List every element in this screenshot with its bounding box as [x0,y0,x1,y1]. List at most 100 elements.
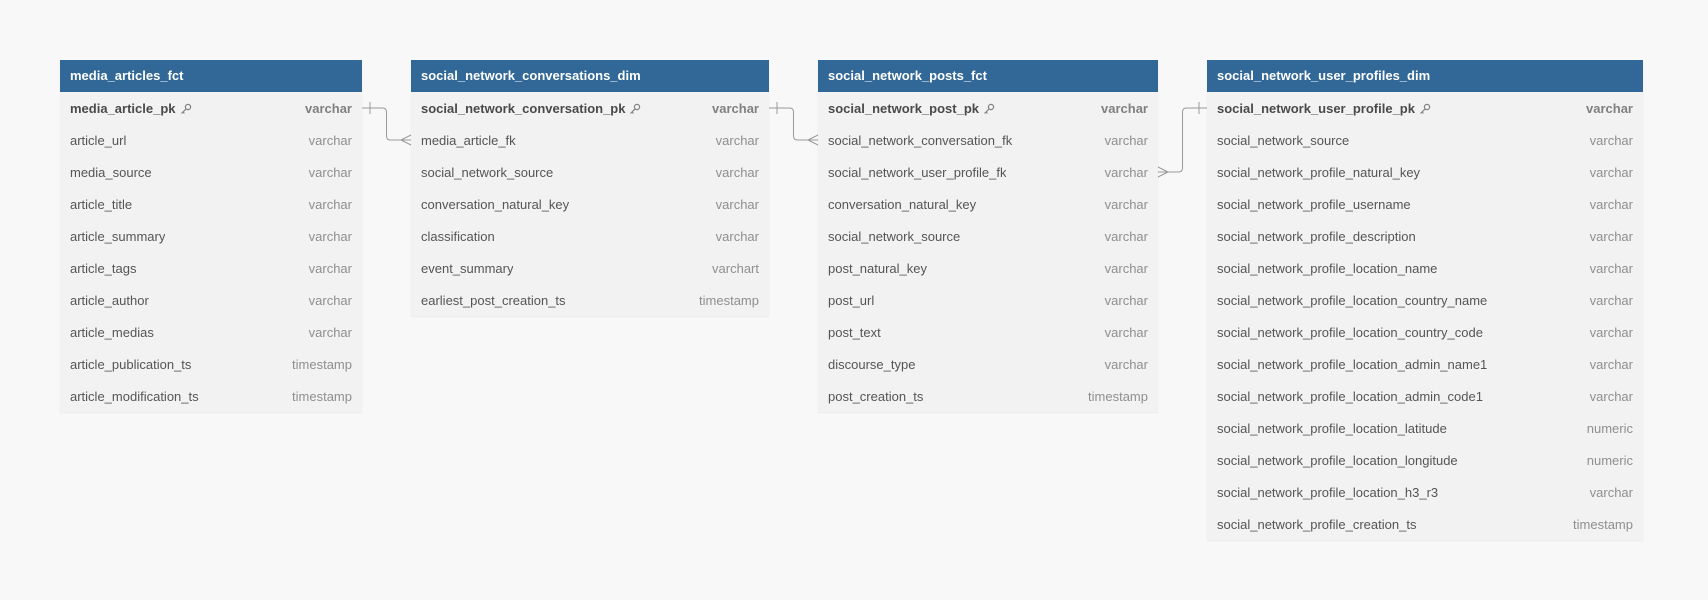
column-name-text: social_network_profile_natural_key [1217,164,1421,180]
relationship-line [769,107,818,141]
column-name-text: event_summary [421,260,514,276]
column-row[interactable]: social_network_profile_location_country_… [1207,316,1643,348]
column-row[interactable]: media_source varchar [60,156,362,188]
column-name: social_network_profile_location_name [1217,261,1437,276]
column-type: varchar [715,164,759,180]
column-type: timestamp [292,356,352,372]
column-name: article_title [70,197,132,212]
column-name: post_creation_ts [828,389,923,404]
column-name: social_network_source [1217,133,1349,148]
column-type: varchar [1589,388,1633,404]
column-type: varchar [1589,484,1633,500]
column-type: varchar [1101,100,1148,116]
column-name-text: social_network_user_profile_fk [828,164,1007,180]
column-name: article_publication_ts [70,357,191,372]
column-row[interactable]: social_network_profile_location_h3_r3 var… [1207,476,1643,508]
column-name: social_network_conversation_pk [421,101,641,116]
column-name: social_network_profile_location_admin_co… [1217,389,1483,404]
column-row[interactable]: article_modification_ts timestamp [60,380,362,412]
column-type: varchar [715,196,759,212]
column-type: varchar [712,100,759,116]
column-name: article_medias [70,325,154,340]
column-name: discourse_type [828,357,915,372]
column-row[interactable]: social_network_profile_location_admin_na… [1207,348,1643,380]
column-row[interactable]: social_network_profile_location_country_… [1207,284,1643,316]
column-name: social_network_user_profile_fk [828,165,1006,180]
column-row[interactable]: classification varchar [411,220,769,252]
column-row[interactable]: social_network_user_profile_fk varchar [818,156,1158,188]
table-title[interactable]: social_network_posts_fct [818,60,1158,92]
column-name-text: discourse_type [828,356,916,372]
column-type: varchar [1104,164,1148,180]
primary-key-row[interactable]: social_network_conversation_pk varchar [411,92,769,124]
column-name: earliest_post_creation_ts [421,293,566,308]
column-type: timestamp [292,388,352,404]
key-icon [1420,103,1431,114]
column-name: social_network_user_profile_pk [1217,101,1431,116]
column-name: social_network_source [421,165,553,180]
table-title[interactable]: social_network_conversations_dim [411,60,769,92]
column-name-text: earliest_post_creation_ts [421,292,566,308]
column-name-text: social_network_profile_location_latitude [1217,420,1447,436]
column-name: social_network_profile_username [1217,197,1411,212]
column-type: varchar [308,228,352,244]
column-type: varchar [1104,228,1148,244]
column-name-text: social_network_profile_username [1217,196,1411,212]
column-name-text: social_network_profile_location_admin_na… [1217,356,1488,372]
key-icon [180,103,191,114]
column-name-text: article_modification_ts [70,388,199,404]
column-row[interactable]: social_network_source varchar [411,156,769,188]
table-title[interactable]: social_network_user_profiles_dim [1207,60,1643,92]
column-row[interactable]: social_network_profile_location_latitude… [1207,412,1643,444]
column-name-text: social_network_profile_location_country_… [1217,292,1488,308]
many-cardinality-mark [400,134,412,146]
column-row[interactable]: social_network_profile_location_admin_co… [1207,380,1643,412]
column-type: varchar [1104,292,1148,308]
column-name: social_network_profile_creation_ts [1217,517,1416,532]
column-name: social_network_profile_location_country_… [1217,293,1487,308]
column-name: social_network_profile_location_longitud… [1217,453,1458,468]
column-type: varchar [715,228,759,244]
column-row[interactable]: article_publication_ts timestamp [60,348,362,380]
key-icon [984,103,995,114]
column-name-text: media_source [70,164,152,180]
column-name-text: classification [421,228,495,244]
column-row[interactable]: social_network_profile_location_longitud… [1207,444,1643,476]
column-type: numeric [1586,420,1633,436]
column-name: social_network_profile_location_h3_r3 [1217,485,1438,500]
column-name-text: social_network_conversation_pk [421,100,626,116]
column-type: varchar [308,164,352,180]
table-title[interactable]: media_articles_fct [60,60,362,92]
